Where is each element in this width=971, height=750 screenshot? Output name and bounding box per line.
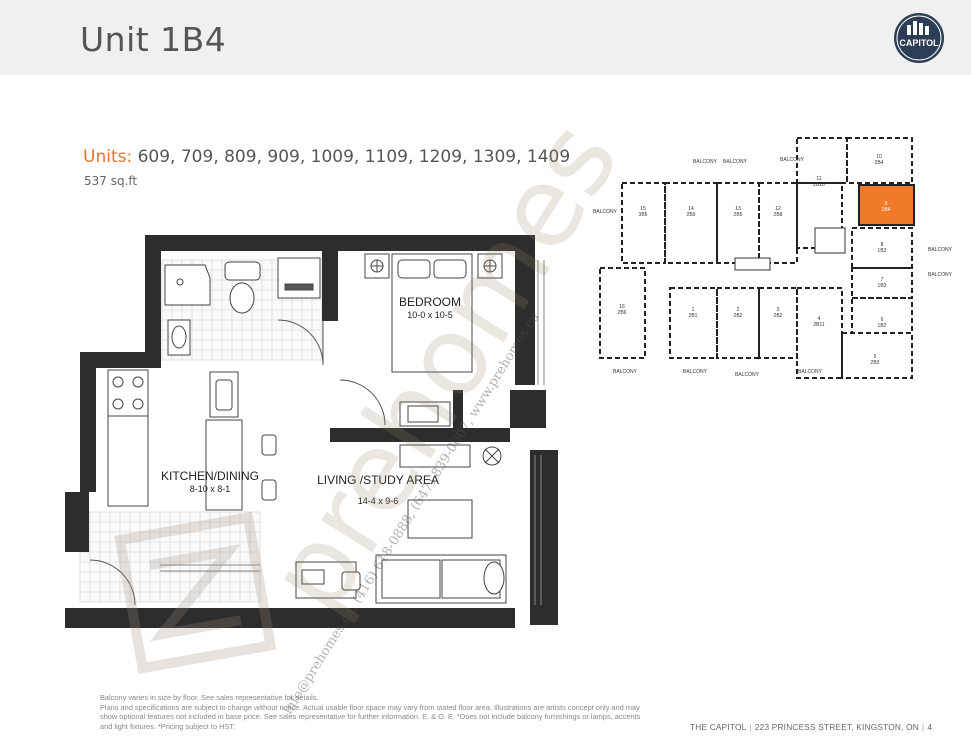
- units-label: Units:: [83, 147, 133, 167]
- svg-text:BALCONY: BALCONY: [613, 369, 638, 375]
- bedroom-label: BEDROOM: [399, 295, 461, 309]
- kitchen-label: KITCHEN/DINING: [161, 469, 259, 483]
- svg-text:16: 16: [619, 304, 625, 310]
- kitchen-dims: 8-10 x 8-1: [190, 484, 231, 494]
- svg-text:2B8: 2B8: [774, 212, 783, 218]
- bedroom-dims: 10-0 x 10-5: [407, 310, 453, 320]
- svg-text:3B5: 3B5: [639, 212, 648, 218]
- unit-labels: 15 3B5 14 2B9 13 2B5 12 2B8 11 2B10 10 2…: [618, 154, 891, 366]
- svg-text:10: 10: [876, 154, 882, 160]
- windows: [160, 260, 545, 605]
- living-furniture: [295, 444, 507, 604]
- svg-text:BALCONY: BALCONY: [798, 369, 823, 375]
- svg-text:BALCONY: BALCONY: [683, 369, 708, 375]
- svg-text:1B2: 1B2: [878, 323, 887, 329]
- svg-text:2B5: 2B5: [734, 212, 743, 218]
- svg-text:2B2: 2B2: [774, 313, 783, 319]
- disclaimer-line-1: Balcony varies in size by floor. See sal…: [100, 693, 319, 702]
- svg-text:BALCONY: BALCONY: [593, 209, 618, 215]
- disclaimer: Balcony varies in size by floor. See sal…: [100, 693, 645, 731]
- units-list: 609, 709, 809, 909, 1009, 1109, 1209, 13…: [137, 147, 571, 167]
- bathroom-fixtures: [164, 261, 261, 356]
- disclaimer-line-2: Plans and specifications are subject to …: [100, 702, 641, 731]
- svg-text:3: 3: [777, 307, 780, 313]
- svg-text:2B2: 2B2: [734, 313, 743, 319]
- svg-text:7: 7: [881, 277, 884, 283]
- core: [734, 227, 846, 271]
- kitchen-tile: [79, 511, 261, 603]
- svg-text:13: 13: [735, 206, 741, 212]
- capitol-logo: CAPITOL: [894, 13, 944, 63]
- footer: THE CAPITOL|223 PRINCESS STREET, KINGSTO…: [690, 722, 933, 732]
- svg-text:5: 5: [874, 354, 877, 360]
- footer-project: THE CAPITOL: [690, 722, 747, 732]
- logo-text: CAPITOL: [899, 38, 939, 48]
- units-line: Units: 609, 709, 809, 909, 1009, 1109, 1…: [83, 147, 570, 167]
- walls: [65, 235, 558, 628]
- svg-text:1B3: 1B3: [878, 283, 887, 289]
- svg-text:BALCONY: BALCONY: [780, 157, 805, 163]
- svg-text:1: 1: [692, 307, 695, 313]
- svg-text:2B9: 2B9: [687, 212, 696, 218]
- svg-text:9: 9: [885, 201, 888, 207]
- svg-text:2B11: 2B11: [813, 322, 825, 328]
- svg-text:12: 12: [775, 206, 781, 212]
- svg-text:11: 11: [816, 176, 821, 182]
- svg-text:15: 15: [640, 206, 646, 212]
- svg-text:6: 6: [881, 317, 884, 323]
- svg-text:BALCONY: BALCONY: [735, 372, 760, 378]
- svg-text:1B3: 1B3: [878, 248, 887, 254]
- living-dims: 14-4 x 9-6: [358, 496, 399, 506]
- header-bar: Unit 1B4 CAPITOL: [0, 0, 971, 75]
- svg-text:14: 14: [688, 206, 694, 212]
- unit-area: 537 sq.ft: [84, 174, 138, 188]
- closet: [277, 257, 321, 299]
- balcony-labels: BALCONY BALCONY BALCONY BALCONY BALCONY …: [593, 157, 953, 378]
- doors: [89, 319, 386, 606]
- svg-text:2B4: 2B4: [875, 160, 884, 166]
- highlighted-unit: [858, 184, 915, 226]
- living-label: LIVING /STUDY AREA: [317, 473, 439, 487]
- page-number: 4: [927, 722, 933, 732]
- svg-text:2B6: 2B6: [618, 310, 627, 316]
- svg-text:1B4: 1B4: [882, 207, 891, 213]
- svg-text:BALCONY: BALCONY: [723, 159, 748, 165]
- bed: [364, 253, 503, 373]
- svg-text:8: 8: [881, 242, 884, 248]
- footer-address: 223 PRINCESS STREET, KINGSTON, ON: [754, 722, 919, 732]
- svg-text:2B1: 2B1: [689, 313, 698, 319]
- svg-text:BALCONY: BALCONY: [928, 247, 953, 253]
- svg-text:2B3: 2B3: [871, 360, 880, 366]
- key-plan: BALCONY BALCONY BALCONY BALCONY BALCONY …: [593, 137, 953, 379]
- svg-text:2: 2: [737, 307, 740, 313]
- svg-text:2B10: 2B10: [813, 182, 825, 188]
- page-title: Unit 1B4: [80, 20, 227, 59]
- svg-text:BALCONY: BALCONY: [928, 272, 953, 278]
- floor-plan: BEDROOM 10-0 x 10-5 KITCHEN/DINING 8-10 …: [65, 235, 558, 628]
- svg-text:4: 4: [818, 316, 821, 322]
- svg-text:BALCONY: BALCONY: [693, 159, 718, 165]
- kitchen-fixtures: [107, 369, 277, 511]
- bedroom-desk: [399, 401, 451, 427]
